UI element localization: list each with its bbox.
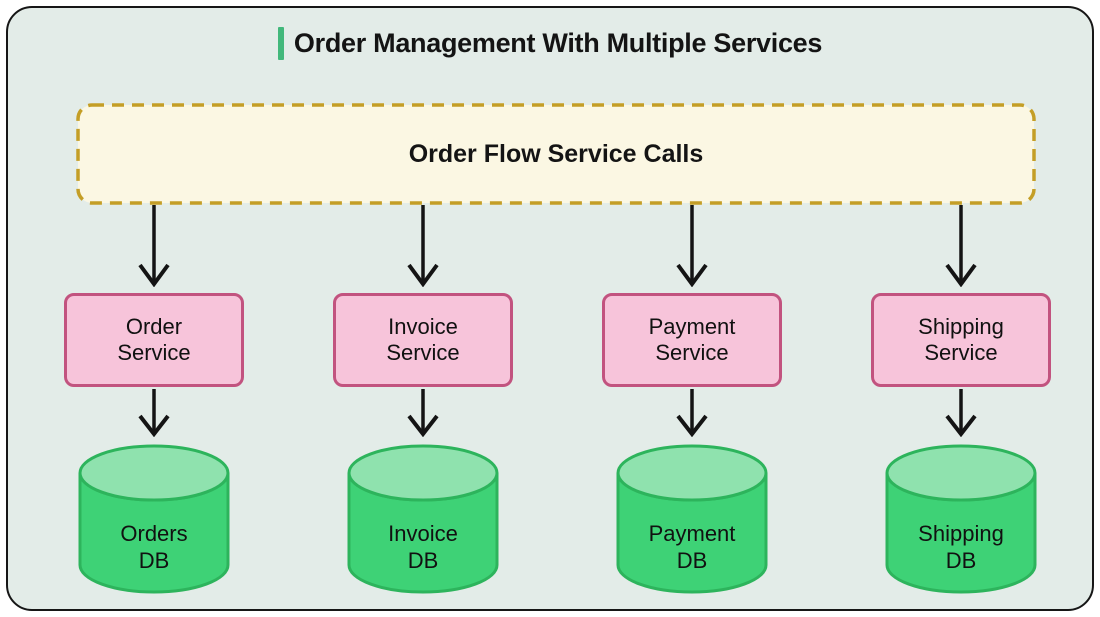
arrow-down-icon xyxy=(407,389,439,437)
database-label: Shipping DB xyxy=(918,521,1004,573)
arrow-down-icon xyxy=(676,205,708,287)
database-cylinder-icon xyxy=(347,444,499,594)
arrow-down-icon xyxy=(138,389,170,437)
diagram-canvas: Order Management With Multiple Services … xyxy=(6,6,1094,611)
arrow-down-icon xyxy=(407,205,439,287)
arrow-down-icon xyxy=(945,389,977,437)
dashed-border-icon xyxy=(76,103,1036,205)
database-node-payment: Payment DB xyxy=(615,444,769,596)
arrow-down-icon xyxy=(138,205,170,287)
arrow-down-icon xyxy=(676,389,708,437)
database-label: Payment DB xyxy=(648,521,736,573)
database-node-shipping: Shipping DB xyxy=(884,444,1038,596)
service-node-order: Order Service xyxy=(64,293,244,387)
database-label: Orders DB xyxy=(120,521,188,573)
database-node-invoice: Invoice DB xyxy=(346,444,500,596)
column-order: Order Service Orders DB xyxy=(64,205,244,597)
service-node-invoice: Invoice Service xyxy=(333,293,513,387)
database-label: Invoice DB xyxy=(388,521,458,573)
column-shipping: Shipping Service Shipping DB xyxy=(871,205,1051,597)
page-title: Order Management With Multiple Services xyxy=(293,27,823,58)
database-cylinder-icon xyxy=(78,444,230,594)
service-node-payment: Payment Service xyxy=(602,293,782,387)
arrow-down-icon xyxy=(945,205,977,287)
service-node-shipping: Shipping Service xyxy=(871,293,1051,387)
title-accent-bar xyxy=(277,26,284,60)
database-cylinder-icon xyxy=(885,444,1037,594)
column-payment: Payment Service Payment DB xyxy=(602,205,782,597)
order-flow-box: Order Flow Service Calls xyxy=(76,103,1036,205)
order-flow-label: Order Flow Service Calls xyxy=(408,139,704,168)
title-row: Order Management With Multiple Services xyxy=(8,24,1092,62)
column-invoice: Invoice Service Invoice DB xyxy=(333,205,513,597)
database-cylinder-icon xyxy=(616,444,768,594)
database-node-orders: Orders DB xyxy=(77,444,231,596)
